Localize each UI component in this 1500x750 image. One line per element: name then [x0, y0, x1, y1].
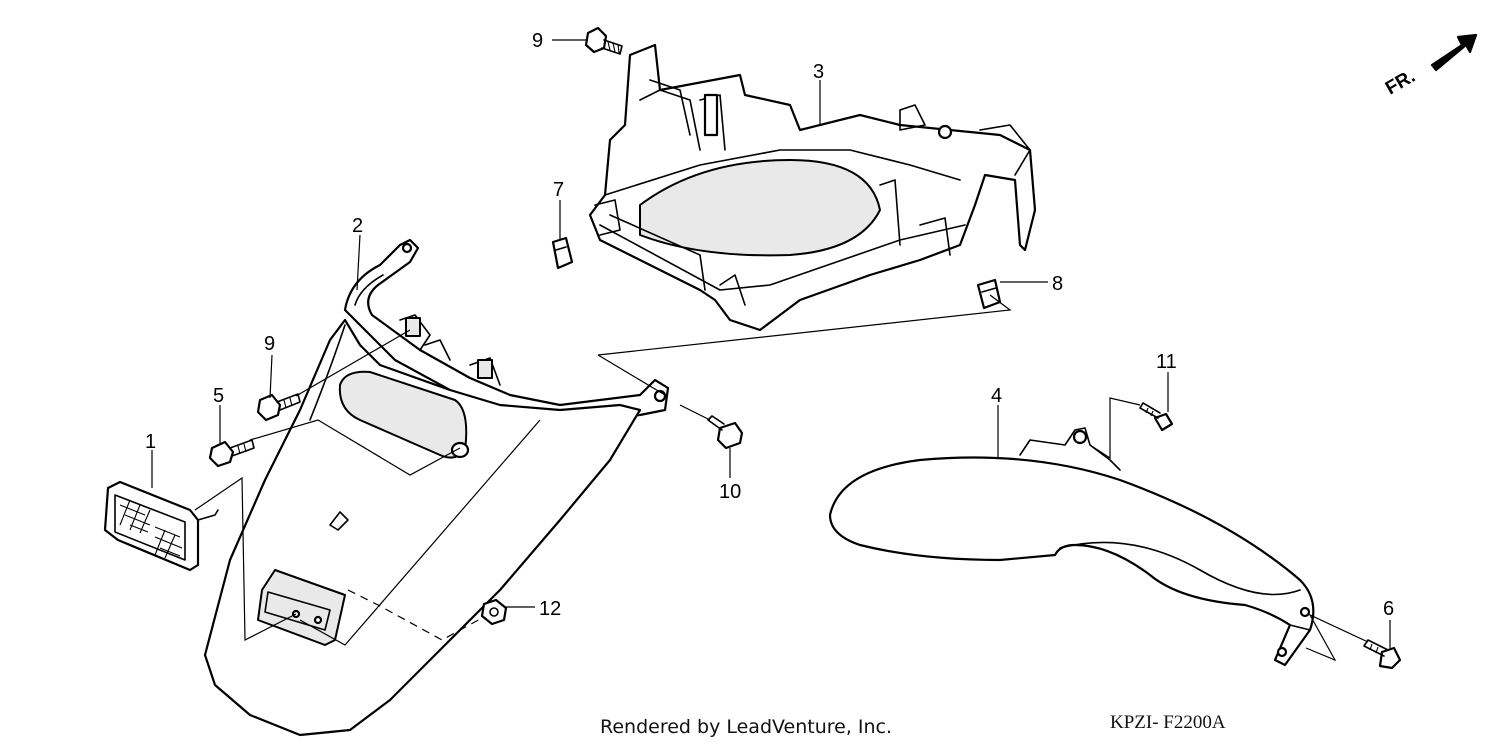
callout-10: 10: [719, 481, 741, 503]
part-2-bracket[interactable]: [343, 238, 670, 422]
diagram-code: KPZI- F2200A: [1110, 712, 1226, 733]
credit-text: Rendered by LeadVenture, Inc.: [600, 716, 893, 738]
callout-5: 5: [213, 385, 224, 407]
bolt-9-middle[interactable]: [256, 393, 301, 422]
leader-lines: [151, 39, 1391, 662]
nut-12[interactable]: [480, 598, 508, 626]
screw-11[interactable]: [1139, 402, 1174, 432]
callout-11: 11: [1156, 351, 1177, 373]
callout-3: 3: [813, 61, 824, 83]
callout-8: 8: [1052, 273, 1063, 295]
callout-9-middle: 9: [264, 333, 275, 355]
callout-2: 2: [352, 215, 363, 237]
screw-5[interactable]: [208, 439, 255, 468]
clip-8[interactable]: [976, 278, 1002, 310]
screw-6[interactable]: [1363, 639, 1402, 670]
fr-label: FR.: [1382, 66, 1419, 99]
part-3-box[interactable]: [588, 43, 1037, 332]
callout-7: 7: [553, 179, 564, 201]
callout-labels: 9 3 7 8 2 9 5 1 10 4 11 12 6: [145, 30, 1394, 620]
part-1-reflector[interactable]: [103, 480, 219, 572]
callout-9-top: 9: [532, 30, 543, 52]
callout-4: 4: [991, 385, 1002, 407]
rear-fender[interactable]: [203, 318, 642, 737]
callout-1: 1: [145, 431, 156, 453]
bolt-10[interactable]: [707, 415, 744, 450]
part-4-front-fender[interactable]: [828, 427, 1315, 667]
callout-6: 6: [1383, 598, 1394, 620]
bolt-9-top[interactable]: [584, 26, 623, 55]
callout-12: 12: [539, 598, 561, 620]
clip-7[interactable]: [551, 236, 574, 270]
front-direction-arrow: FR.: [1382, 33, 1478, 99]
